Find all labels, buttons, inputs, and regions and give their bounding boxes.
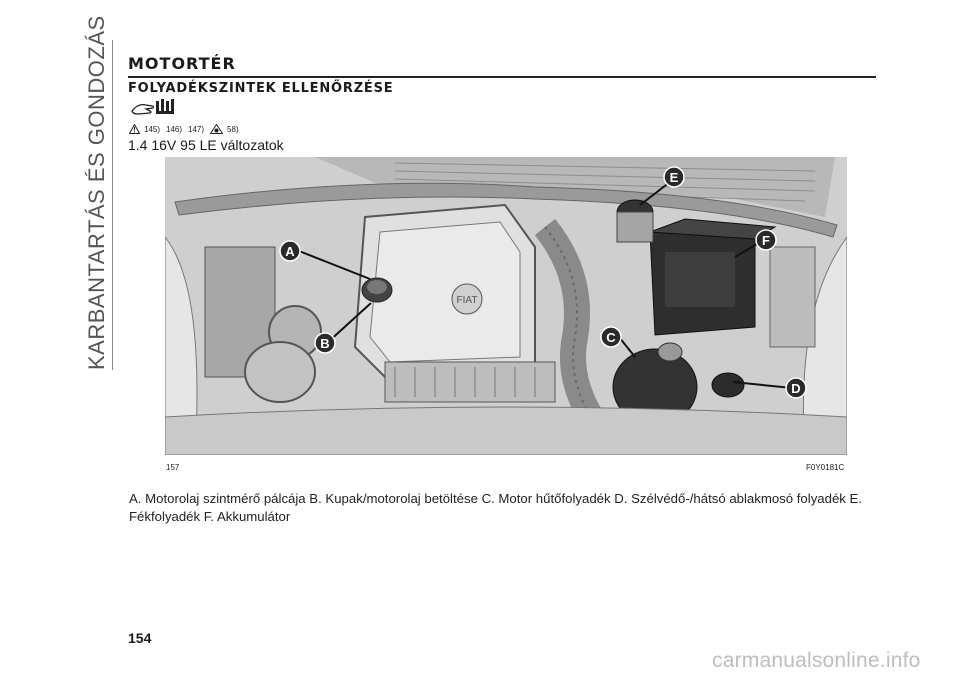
svg-text:E: E [670, 170, 679, 185]
sub-title: FOLYADÉKSZINTEK ELLENŐRZÉSE [128, 81, 394, 96]
ref-4: 58) [227, 124, 239, 134]
side-rule [112, 40, 113, 370]
warning-triangle-icon [129, 124, 140, 134]
engine-bay-illustration: FIAT [165, 157, 847, 455]
ref-3: 147) [188, 124, 205, 134]
svg-text:D: D [791, 381, 800, 396]
callout-b: B [314, 332, 336, 354]
callout-f: F [755, 229, 777, 251]
callout-a: A [279, 240, 301, 262]
figure-code: F0Y0181C [806, 463, 845, 472]
ref-2: 146) [166, 124, 183, 134]
callout-c: C [600, 326, 622, 348]
environment-icon [210, 124, 224, 134]
svg-text:A: A [285, 244, 295, 259]
hand-tool-icon [131, 99, 174, 115]
callout-e: E [663, 166, 685, 188]
svg-text:C: C [606, 330, 616, 345]
variant-heading: 1.4 16V 95 LE változatok [128, 137, 284, 153]
side-chapter-title: KARBANTARTÁS ÉS GONDOZÁS [84, 15, 109, 370]
engine-bay-figure: FIAT [165, 157, 847, 455]
reference-list: 145) 146) 147) 58) [129, 121, 241, 137]
callout-d: D [785, 377, 807, 399]
ref-1: 145) [144, 124, 161, 134]
brand-emblem: FIAT [457, 295, 478, 306]
watermark: carmanualsonline.info [712, 649, 921, 672]
section-title: MOTORTÉR [128, 54, 236, 73]
section-rule [128, 76, 876, 78]
svg-text:F: F [762, 233, 770, 248]
figure-caption: A. Motorolaj szintmérő pálcája B. Kupak/… [129, 491, 863, 524]
page-number: 154 [128, 630, 152, 646]
figure-number: 157 [166, 463, 180, 472]
svg-text:B: B [320, 336, 329, 351]
